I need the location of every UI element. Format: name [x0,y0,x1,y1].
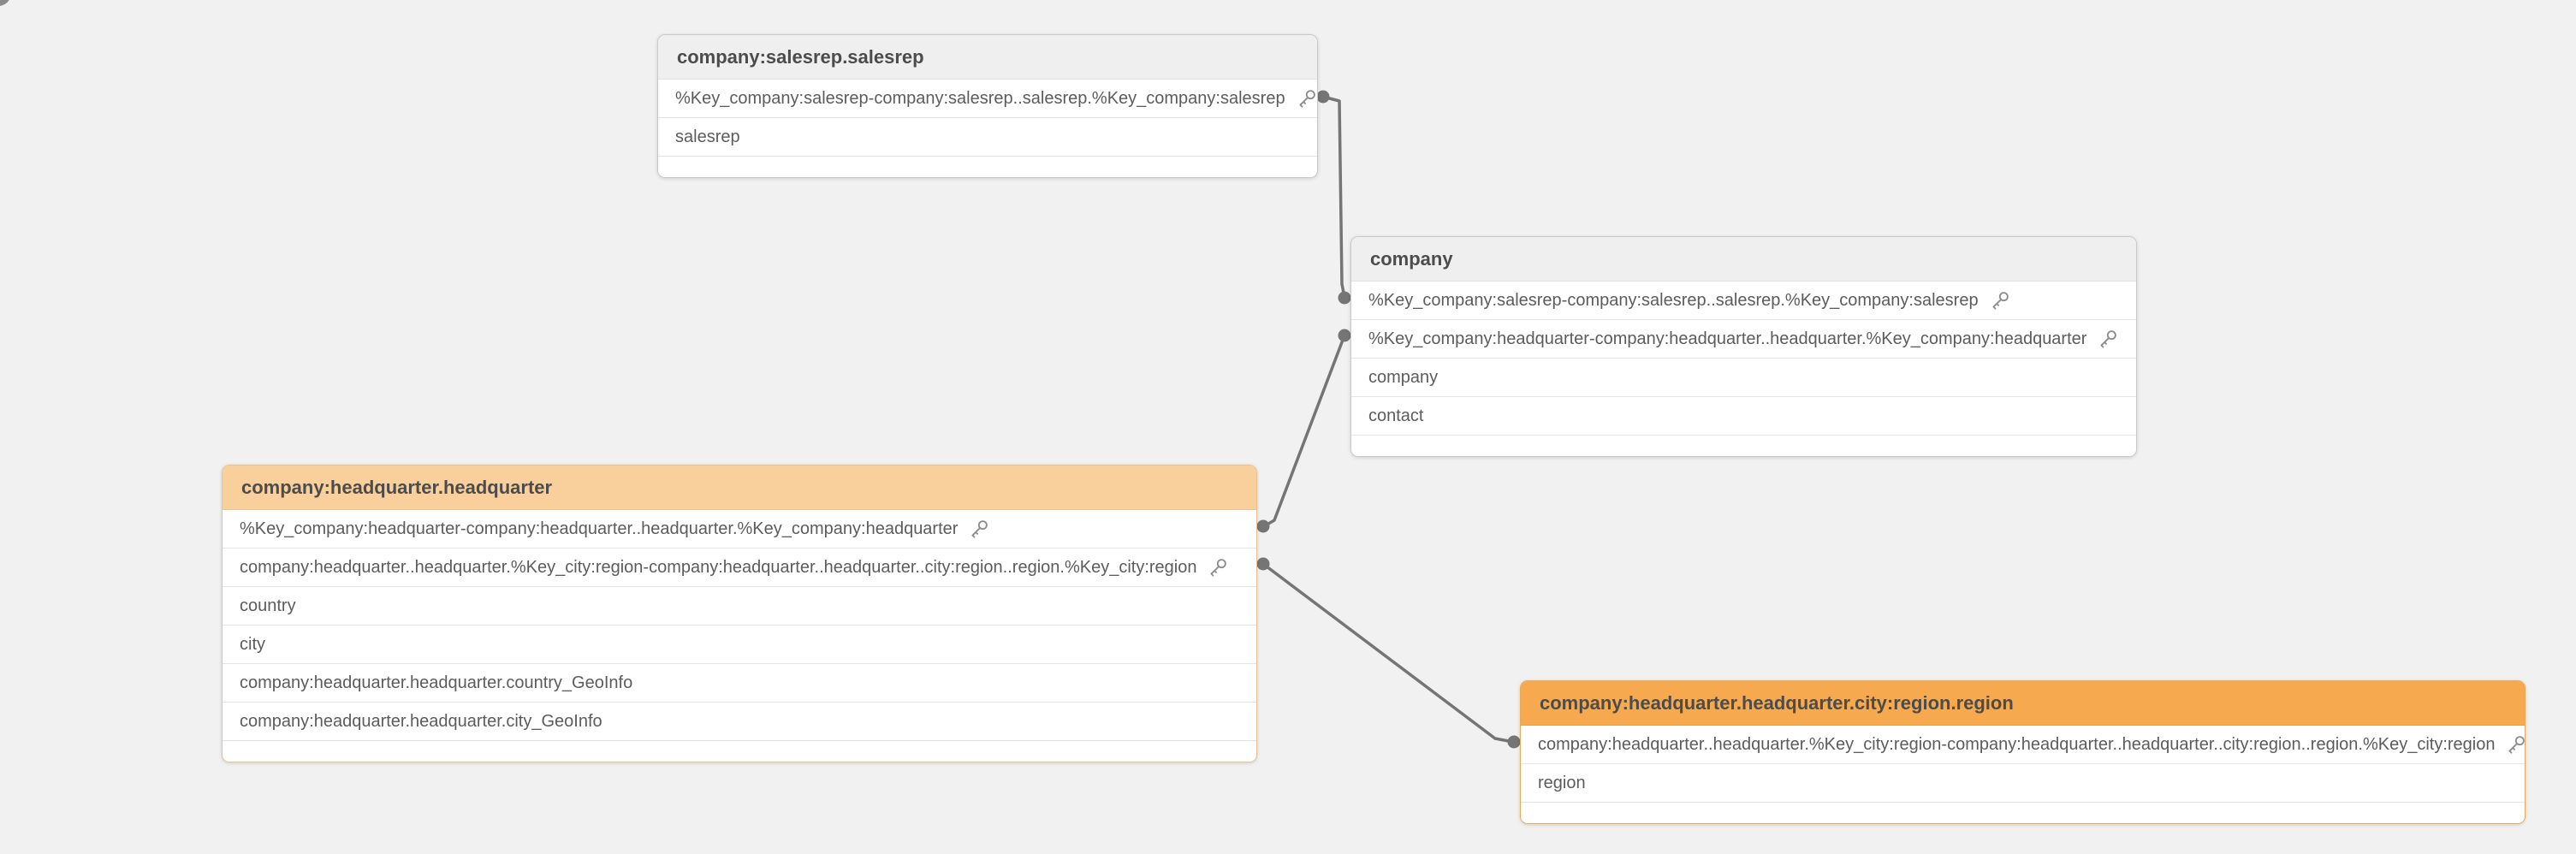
field-label: city [240,634,265,654]
empty-row [1521,803,2525,823]
field-label: company:headquarter..headquarter.%Key_ci… [1538,734,2496,754]
field-row[interactable]: %Key_company:salesrep-company:salesrep..… [1351,282,2136,320]
field-row[interactable]: region [1521,764,2525,803]
field-row[interactable]: city [223,626,1256,664]
key-icon [2508,736,2525,754]
table-region[interactable]: company:headquarter.headquarter.city:reg… [1520,680,2526,824]
key-icon [971,520,988,538]
table-header-headquarter[interactable]: company:headquarter.headquarter [223,466,1256,510]
key-icon [2100,330,2117,348]
connector-dot [1256,519,1270,533]
field-label: %Key_company:salesrep-company:salesrep..… [675,88,1285,108]
connector-line-salesrep-to-company [1321,95,1346,299]
field-label: %Key_company:salesrep-company:salesrep..… [1368,290,1979,310]
table-headquarter[interactable]: company:headquarter.headquarter %Key_comp… [222,465,1257,762]
table-title: company:salesrep.salesrep [677,46,924,68]
field-row[interactable]: %Key_company:salesrep-company:salesrep..… [658,80,1317,118]
empty-row [223,741,1256,762]
corner-decoration [0,0,9,6]
field-row[interactable]: company:headquarter..headquarter.%Key_ci… [1521,726,2525,764]
table-title: company:headquarter.headquarter.city:reg… [1540,692,2014,714]
field-label: contact [1368,406,1424,425]
field-label: %Key_company:headquarter-company:headqua… [240,519,959,538]
field-label: salesrep [675,127,740,146]
field-label: region [1538,773,1586,792]
key-icon [1210,559,1227,577]
table-title: company:headquarter.headquarter [241,477,553,498]
field-row[interactable]: company [1351,359,2136,397]
field-row[interactable]: contact [1351,397,2136,436]
field-row[interactable]: company:headquarter.headquarter.city_Geo… [223,703,1256,741]
field-row[interactable]: %Key_company:headquarter-company:headqua… [1351,320,2136,359]
empty-row [1351,436,2136,456]
field-row[interactable]: salesrep [658,118,1317,157]
field-label: company [1368,367,1439,387]
connector-dot [1338,291,1351,305]
field-label: company:headquarter.headquarter.country_… [240,673,633,692]
table-salesrep[interactable]: company:salesrep.salesrep %Key_company:sa… [657,34,1318,178]
table-title: company [1370,248,1453,270]
field-row[interactable]: company:headquarter..headquarter.%Key_ci… [223,549,1256,587]
field-row[interactable]: %Key_company:headquarter-company:headqua… [223,510,1256,549]
field-label: country [240,596,296,615]
table-header-salesrep[interactable]: company:salesrep.salesrep [658,35,1317,80]
key-icon [1299,90,1315,108]
connector-line-headquarter-to-region [1261,562,1515,744]
table-company[interactable]: company %Key_company:salesrep-company:sal… [1350,236,2137,457]
field-label: company:headquarter..headquarter.%Key_ci… [240,557,1197,577]
empty-row [658,157,1317,177]
table-header-company[interactable]: company [1351,237,2136,282]
connector-dot [1507,735,1521,749]
table-header-region[interactable]: company:headquarter.headquarter.city:reg… [1521,681,2525,726]
field-row[interactable]: company:headquarter.headquarter.country_… [223,664,1256,703]
connector-dot [1316,90,1330,104]
key-icon [1992,292,2009,310]
field-row[interactable]: country [223,587,1256,626]
connector-dot [1256,557,1270,571]
connector-dot [1338,329,1351,342]
field-label: company:headquarter.headquarter.city_Geo… [240,711,602,731]
field-label: %Key_company:headquarter-company:headqua… [1368,329,2087,348]
